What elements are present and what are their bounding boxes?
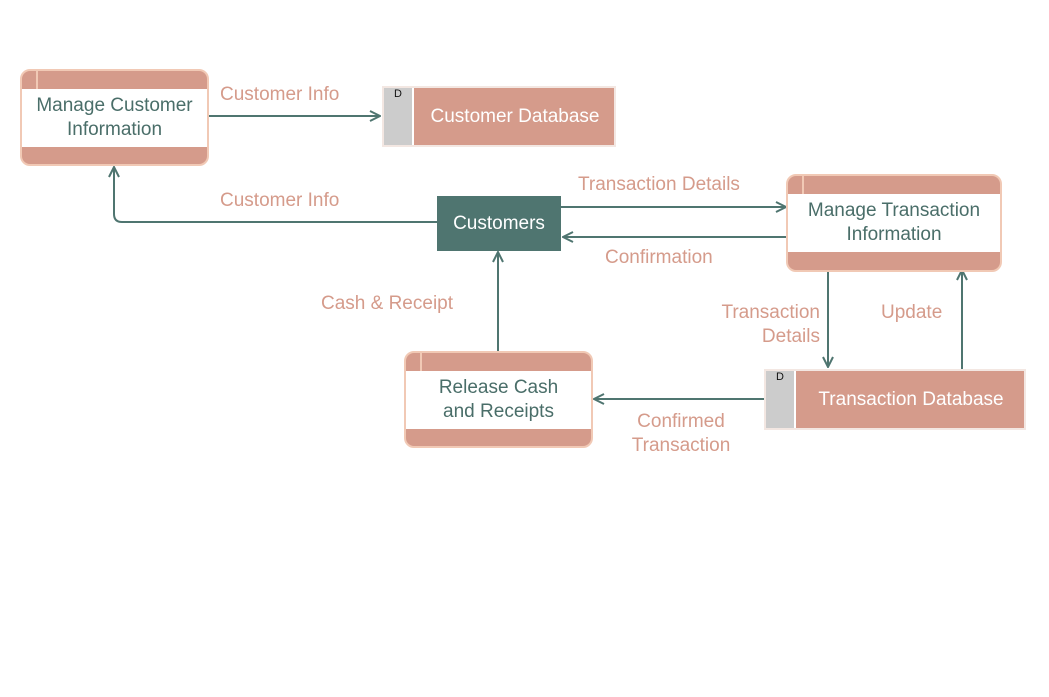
process-release-cash: Release Cash and Receipts [404,351,593,448]
flow-label-update: Update [881,302,943,323]
datastore-transaction-database: D Transaction Database [764,369,1026,430]
flow-label-transaction-details: Transaction Details [578,174,740,195]
entity-customers: Customers [437,196,561,251]
flow-label-confirmed-transaction: Confirmed Transaction [631,411,731,456]
process-label: Release Cash and Receipts [406,371,591,429]
flow-label-transaction-details-down: Transaction Details [721,302,820,347]
flow-label-confirmation: Confirmation [605,247,713,268]
datastore-customer-database: D Customer Database [382,86,616,147]
datastore-id-cell: D [766,371,796,428]
flow-label-cash-receipt: Cash & Receipt [321,293,454,314]
process-tick [36,71,38,89]
process-manage-transaction: Manage Transaction Information [786,174,1002,272]
flow-label-customer-info-left: Customer Info [220,190,340,211]
process-label: Manage Transaction Information [788,194,1000,252]
arrow-customers-to-manage-customer [114,167,437,223]
process-tick [802,176,804,194]
process-tick [420,353,422,371]
process-label: Manage Customer Information [22,89,207,147]
flow-label-customer-info-top: Customer Info [220,84,340,105]
datastore-id-cell: D [384,88,414,145]
process-manage-customer: Manage Customer Information [20,69,209,166]
